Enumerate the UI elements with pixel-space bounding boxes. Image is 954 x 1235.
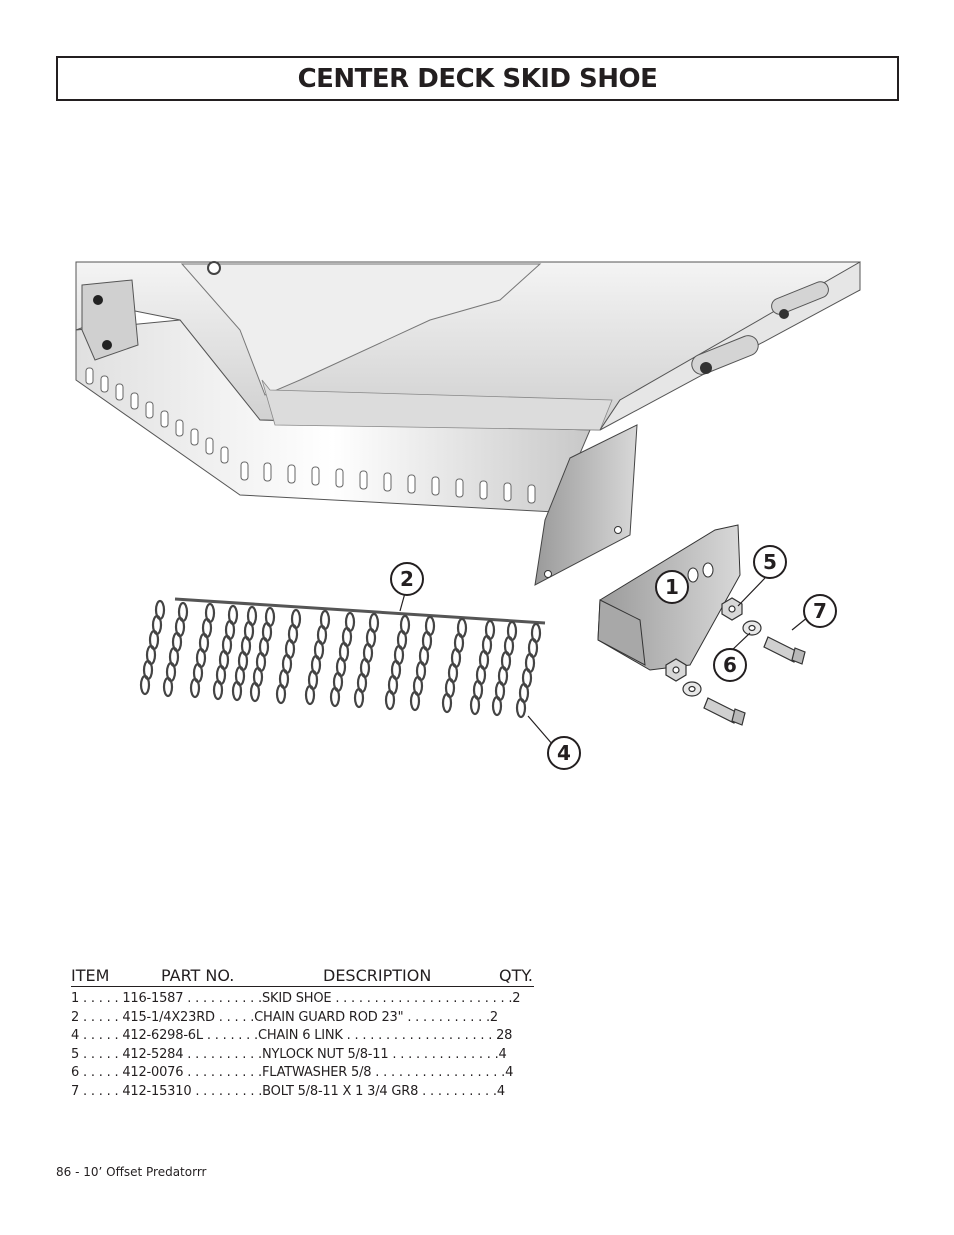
- exploded-view-illustration: [75, 261, 861, 746]
- callout-2: 2: [390, 562, 424, 596]
- callout-5: 5: [753, 545, 787, 579]
- parts-list: ITEM PART NO. DESCRIPTION QTY. 1 . . . .…: [71, 966, 541, 1101]
- parts-row-7: 7 . . . . . 412-15310 . . . . . . . . .B…: [71, 1083, 505, 1099]
- parts-row-2: 2 . . . . . 415-1/4X23RD . . . . .CHAIN …: [71, 1009, 498, 1025]
- page-title: CENTER DECK SKID SHOE: [297, 63, 658, 94]
- callout-6: 6: [713, 648, 747, 682]
- callout-1: 1: [655, 570, 689, 604]
- page-footer: 86 - 10’ Offset Predatorrr: [56, 1165, 207, 1179]
- callout-7: 7: [803, 594, 837, 628]
- header-description: DESCRIPTION: [323, 966, 432, 985]
- deck-shell: [75, 261, 861, 586]
- hardware: [665, 597, 806, 726]
- callout-4: 4: [547, 736, 581, 770]
- parts-row-5: 5 . . . . . 412-5284 . . . . . . . . . .…: [71, 1046, 507, 1062]
- chain-guard-rod: [174, 597, 546, 625]
- title-box: CENTER DECK SKID SHOE: [56, 56, 899, 101]
- parts-list-header: ITEM PART NO. DESCRIPTION QTY.: [71, 966, 534, 987]
- header-qty: QTY.: [499, 966, 533, 985]
- header-part-no: PART NO.: [161, 966, 235, 985]
- parts-row-4: 4 . . . . . 412-6298-6L . . . . . . .CHA…: [71, 1028, 513, 1043]
- parts-row-6: 6 . . . . . 412-0076 . . . . . . . . . .…: [71, 1065, 514, 1080]
- header-item: ITEM: [71, 966, 110, 985]
- parts-row-1: 1 . . . . . 116-1587 . . . . . . . . . .…: [71, 991, 521, 1006]
